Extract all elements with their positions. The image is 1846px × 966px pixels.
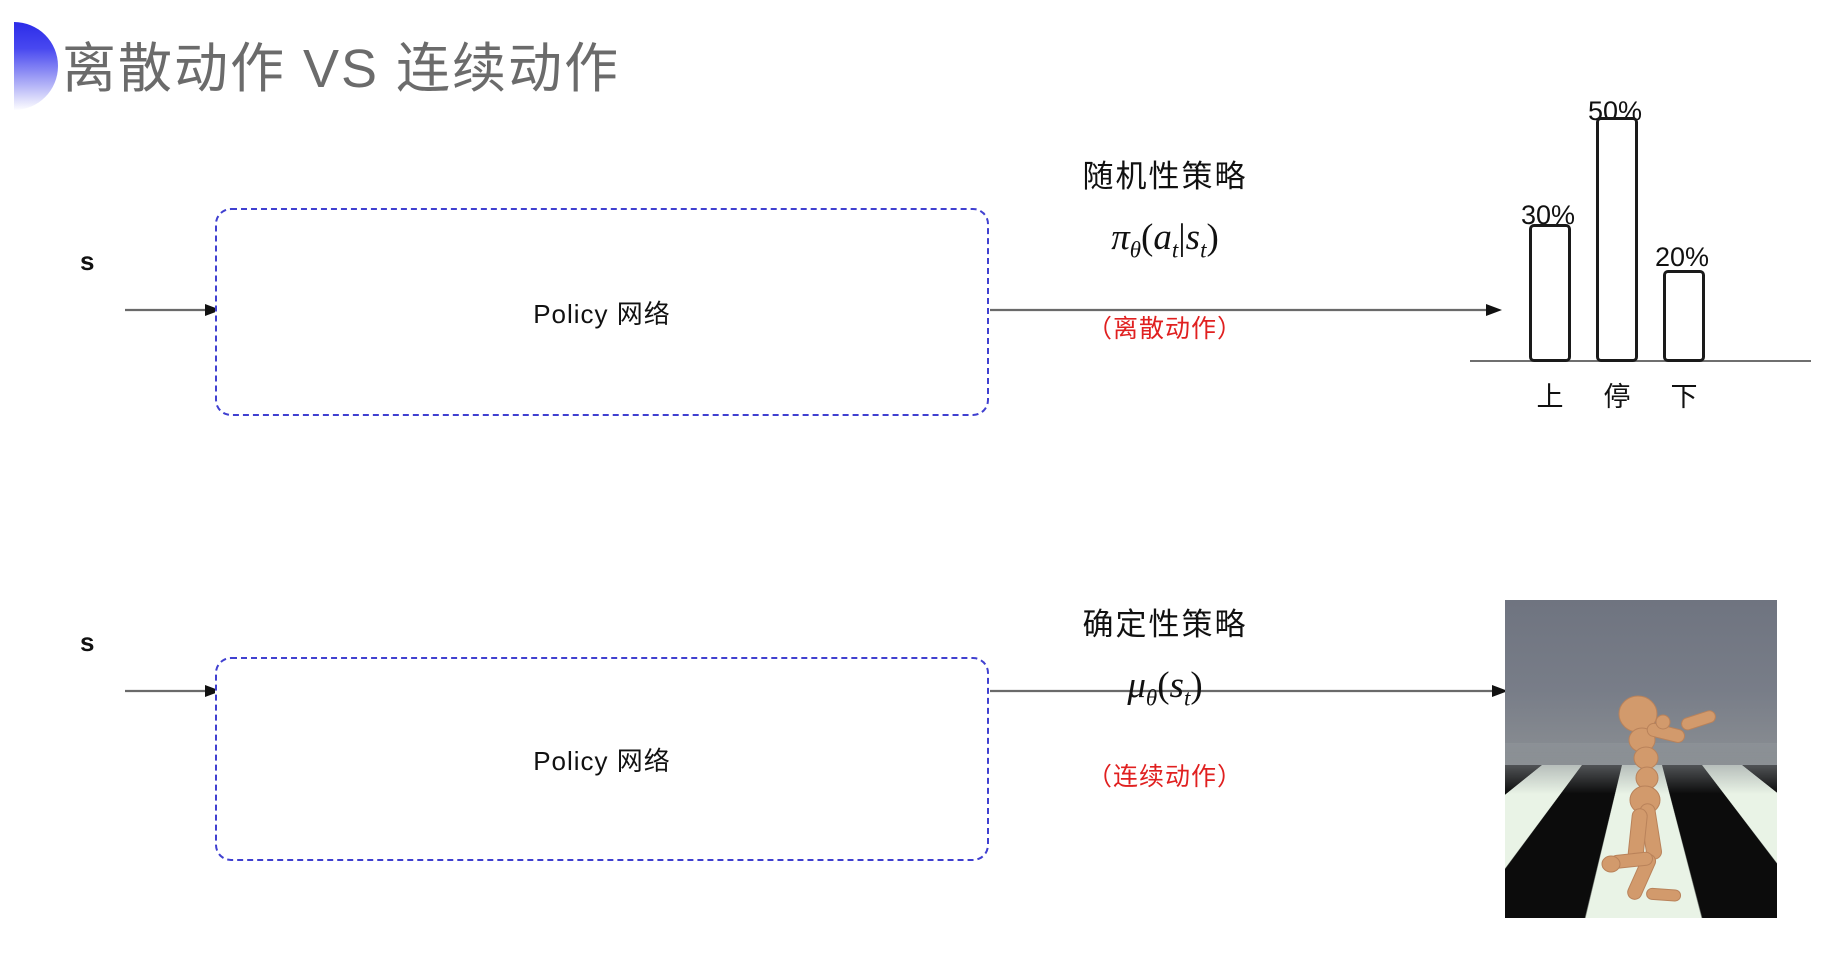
bar-2 bbox=[1663, 270, 1705, 362]
bar-0 bbox=[1529, 224, 1571, 362]
chart-baseline-axis bbox=[1470, 360, 1811, 362]
mujoco-humanoid-image bbox=[1505, 600, 1777, 918]
annotation-discrete: 随机性策略 πθ(at|st) （离散动作） bbox=[1000, 159, 1330, 345]
policy-network-box-continuous[interactable]: Policy 网络 bbox=[215, 657, 989, 861]
formula-close-paren: ) bbox=[1190, 665, 1203, 707]
policy-network-box-discrete[interactable]: Policy 网络 bbox=[215, 208, 989, 416]
formula-bar: | bbox=[1178, 217, 1186, 259]
arrow-state-to-policy-continuous bbox=[125, 684, 221, 697]
formula-fn-sub: θ bbox=[1129, 237, 1142, 263]
bar-value-label-2: 20% bbox=[1654, 242, 1710, 272]
formula-arg1: a bbox=[1153, 217, 1172, 259]
arrow-policy-to-output-continuous bbox=[990, 684, 1508, 697]
formula-arg1-sub: t bbox=[1171, 237, 1179, 263]
policy-formula-continuous: μθ(st) bbox=[1000, 664, 1330, 711]
arrow-state-to-policy-discrete bbox=[125, 303, 221, 316]
bar-category-label-1: 停 bbox=[1603, 382, 1631, 412]
policy-formula-discrete: πθ(at|st) bbox=[1000, 216, 1330, 263]
action-probability-bar-chart: 30% 上 50% 停 20% 下 bbox=[1470, 96, 1815, 426]
formula-arg1-sub: t bbox=[1183, 685, 1191, 711]
formula-arg1: s bbox=[1169, 665, 1184, 707]
policy-type-title-discrete: 随机性策略 bbox=[1082, 159, 1248, 194]
formula-fn-sub: θ bbox=[1145, 685, 1158, 711]
formula-fn: π bbox=[1111, 217, 1130, 259]
input-state-label-discrete: s bbox=[80, 246, 95, 276]
bar-category-label-2: 下 bbox=[1670, 382, 1698, 412]
policy-type-title-continuous: 确定性策略 bbox=[1082, 607, 1248, 642]
bar-1 bbox=[1596, 117, 1638, 362]
policy-network-label: Policy 网络 bbox=[533, 745, 671, 776]
half-circle-gradient-icon bbox=[14, 22, 58, 110]
formula-open-paren: ( bbox=[1157, 665, 1170, 707]
input-state-label-continuous: s bbox=[80, 627, 95, 657]
formula-open-paren: ( bbox=[1141, 217, 1154, 259]
formula-fn: μ bbox=[1127, 665, 1146, 707]
action-type-note-continuous: （连续动作） bbox=[1086, 763, 1243, 792]
page-title: 离散动作 VS 连续动作 bbox=[62, 39, 621, 99]
formula-arg2-sub: t bbox=[1200, 237, 1207, 263]
action-type-note-discrete: （离散动作） bbox=[1086, 315, 1243, 344]
arrow-policy-to-output-discrete bbox=[990, 303, 1502, 316]
bar-category-label-0: 上 bbox=[1536, 382, 1564, 412]
policy-network-label: Policy 网络 bbox=[533, 298, 671, 329]
formula-arg2: s bbox=[1185, 217, 1201, 259]
annotation-continuous: 确定性策略 μθ(st) （连续动作） bbox=[1000, 607, 1330, 793]
humanoid-figure bbox=[1601, 695, 1716, 902]
formula-close-paren: ) bbox=[1206, 217, 1219, 259]
